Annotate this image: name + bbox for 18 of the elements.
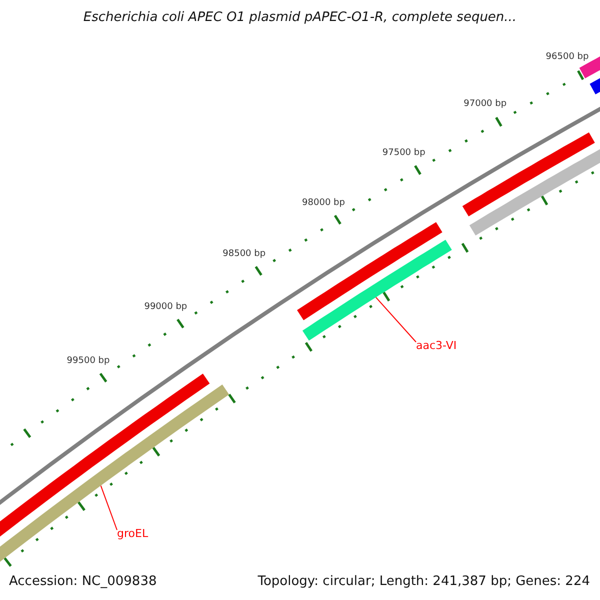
tick-label: 99500 bp: [66, 356, 110, 366]
summary-text: Topology: circular; Length: 241,387 bp; Genes: 224: [258, 574, 590, 589]
tick-label: 97000 bp: [464, 99, 507, 110]
gene-bar: [297, 222, 442, 320]
tick-label: 98000 bp: [302, 198, 345, 208]
gene-bar: [462, 132, 595, 216]
tick-label: 96500 bp: [546, 52, 589, 62]
gene-bar: [302, 240, 452, 341]
tick-label: 99000 bp: [144, 302, 188, 312]
gene-bar: [469, 148, 600, 236]
gene-label: aac3-VI: [416, 339, 457, 352]
accession-text: Accession: NC_009838: [9, 574, 157, 589]
leader-line: [375, 296, 416, 342]
leader-line: [100, 485, 118, 530]
gene-label: groEL: [117, 527, 148, 540]
tick-label: 97500 bp: [382, 148, 426, 158]
tick-label: 98500 bp: [222, 248, 266, 259]
title: Escherichia coli APEC O1 plasmid pAPEC-O1-R, complete sequen...: [82, 10, 518, 25]
